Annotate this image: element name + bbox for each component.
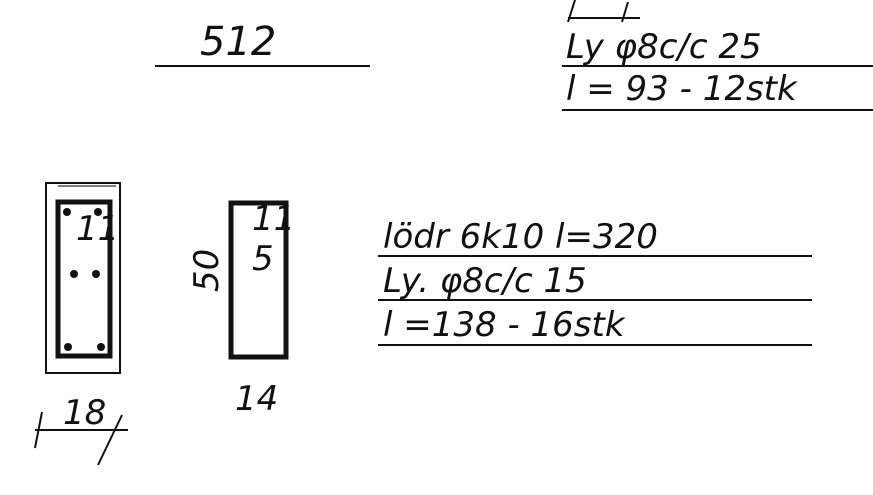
stirrup-height-label: 50: [187, 249, 227, 292]
stirrup-leg-label-top: 11: [252, 199, 295, 239]
top-stirrup-length: l = 93 - 12stk: [566, 69, 798, 109]
beam-cross-section: [45, 182, 121, 374]
stirrup-shape: [228, 200, 289, 360]
reinforcement-line-2: Ly. φ8c/c 15: [383, 261, 587, 301]
rebar-dot: [63, 208, 71, 216]
reinforcement-line-3: l =138 - 16stk: [383, 305, 626, 345]
rebar-dot: [70, 270, 78, 278]
stirrup-leg-label-mid: 5: [252, 239, 274, 279]
reinforcement-line-1: lödr 6k10 l=320: [383, 217, 658, 257]
top-stirrup-dimension-mark: [567, 0, 640, 23]
rebar-dot: [64, 343, 72, 351]
position-mark: 512: [200, 19, 276, 65]
stirrup-width-label: 14: [235, 379, 278, 419]
rebar-dots: [63, 208, 105, 351]
rebar-dot: [97, 343, 105, 351]
rebar-dot: [92, 270, 100, 278]
section-width-label: 18: [63, 393, 106, 433]
rebar-dot: [94, 208, 102, 216]
section-stirrup-mark: 11: [76, 209, 119, 249]
top-stirrup-spec: Ly φ8c/c 25: [566, 27, 762, 67]
section-width-dimension: [34, 411, 128, 466]
